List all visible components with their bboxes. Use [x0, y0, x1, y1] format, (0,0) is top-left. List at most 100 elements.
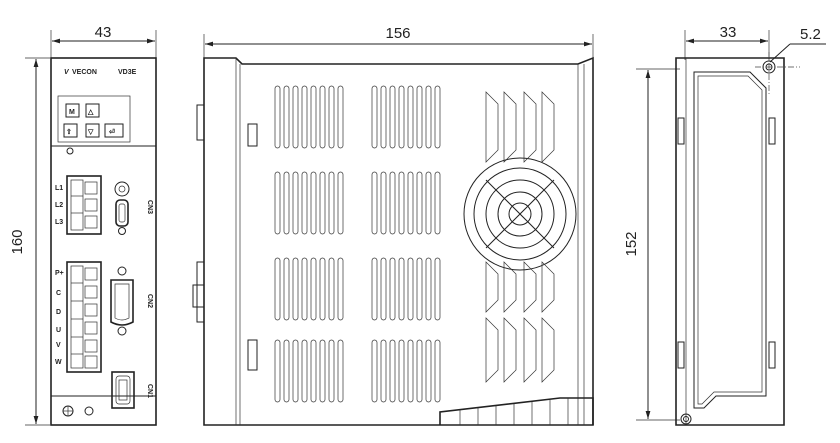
power-led-icon — [66, 147, 74, 155]
cn2-label: CN2 — [146, 294, 153, 308]
vent-slot — [310, 339, 317, 403]
vent-slot — [301, 171, 308, 235]
key-enter[interactable] — [104, 123, 124, 138]
vent-slot — [434, 85, 441, 149]
vent-slot — [274, 171, 281, 235]
cn1-label: CN1 — [146, 384, 153, 398]
vent-slot — [292, 171, 299, 235]
vent-slot — [292, 85, 299, 149]
vent-slot — [319, 85, 326, 149]
vent-slot — [407, 257, 414, 321]
vent-slot — [434, 339, 441, 403]
vent-slot — [425, 85, 432, 149]
vent-slot — [380, 257, 387, 321]
rear-body-outline — [675, 57, 785, 426]
io-connector-cn1[interactable]: CN1 — [111, 371, 153, 409]
terminal-l1-label: L1 — [55, 185, 63, 192]
rear-view: 33 5.2 152 — [623, 24, 826, 426]
dim-hole-diameter-label: 5.2 — [800, 26, 821, 43]
vent-slot — [319, 171, 326, 235]
vent-slot — [416, 171, 423, 235]
vent-slot — [371, 339, 378, 403]
vent-slot — [283, 257, 290, 321]
terminal-u-label: U — [56, 327, 61, 334]
terminal-l3-label: L3 — [55, 219, 63, 226]
key-mode[interactable] — [65, 103, 80, 118]
vent-slot — [389, 171, 396, 235]
chevron-vents — [485, 91, 555, 383]
dim-side-width-label: 156 — [385, 25, 410, 42]
vent-slot — [337, 257, 344, 321]
vent-slot — [425, 257, 432, 321]
terminal-w-label: W — [55, 359, 62, 366]
vent-slot — [319, 339, 326, 403]
dim-front-width: 43 — [50, 24, 157, 58]
encoder-connector-cn2[interactable]: CN2 — [110, 266, 153, 336]
key-up-label: △ — [87, 109, 94, 116]
dim-front-width-label: 43 — [95, 24, 112, 41]
model-label: VD3E — [118, 69, 137, 76]
terminal-l2-label: L2 — [55, 202, 63, 209]
vent-slot — [425, 339, 432, 403]
dim-hole-diameter: 5.2 — [769, 26, 826, 63]
vent-slot — [398, 339, 405, 403]
brand-label: VECON — [72, 69, 97, 76]
vent-slot — [380, 339, 387, 403]
key-shift[interactable] — [63, 123, 78, 138]
vent-slot — [389, 257, 396, 321]
vent-slot — [328, 171, 335, 235]
vent-slot — [416, 85, 423, 149]
vent-slot — [328, 85, 335, 149]
vent-slot — [283, 85, 290, 149]
vent-slot — [310, 85, 317, 149]
vent-slot — [301, 339, 308, 403]
vent-slot — [380, 85, 387, 149]
keypad: M △ ⇧ ▽ ⏎ — [63, 103, 124, 138]
terminal-d-label: D — [56, 309, 61, 316]
dim-rear-height: 152 — [623, 68, 680, 421]
vent-slot — [398, 85, 405, 149]
mount-screw-icon — [84, 406, 94, 416]
vent-slot — [337, 171, 344, 235]
side-body-outline — [203, 56, 594, 426]
usb-connector-cn3[interactable]: CN3 — [114, 181, 153, 235]
dim-rear-width-label: 33 — [720, 24, 737, 41]
terminal-v-label: V — [56, 342, 61, 349]
vent-slot — [407, 339, 414, 403]
vent-slot — [398, 257, 405, 321]
vent-slot — [274, 257, 281, 321]
vent-slot — [274, 85, 281, 149]
side-view: 156 — [192, 25, 594, 426]
cn3-label: CN3 — [146, 200, 153, 214]
terminal-c-label: C — [56, 290, 61, 297]
key-mode-label: M — [69, 109, 75, 116]
key-shift-label: ⇧ — [66, 128, 72, 136]
front-panel-outline — [50, 57, 157, 426]
vent-slot — [371, 257, 378, 321]
vent-slots — [274, 85, 441, 403]
mount-hole-bottom-icon — [680, 413, 692, 425]
dim-rear-height-label: 152 — [623, 231, 640, 256]
vent-slot — [389, 85, 396, 149]
vent-slot — [380, 171, 387, 235]
vent-slot — [310, 257, 317, 321]
vent-slot — [319, 257, 326, 321]
vent-slot — [371, 85, 378, 149]
vent-slot — [389, 339, 396, 403]
fan-grille — [463, 157, 577, 271]
vent-slot — [407, 85, 414, 149]
vent-slot — [328, 339, 335, 403]
dim-front-height: 160 — [9, 57, 50, 426]
dim-front-height-label: 160 — [9, 229, 26, 254]
front-view: 43 160 V VECON VD3E M △ ⇧ ▽ ⏎ — [9, 24, 157, 426]
vent-slot — [416, 257, 423, 321]
motor-terminal-block: P+ C D U V W — [55, 261, 102, 373]
dim-rear-width: 33 — [684, 24, 770, 60]
vent-slot — [398, 171, 405, 235]
vent-slot — [434, 257, 441, 321]
vent-slot — [274, 339, 281, 403]
vent-slot — [283, 339, 290, 403]
key-up[interactable] — [85, 103, 100, 118]
key-down[interactable] — [85, 123, 100, 138]
